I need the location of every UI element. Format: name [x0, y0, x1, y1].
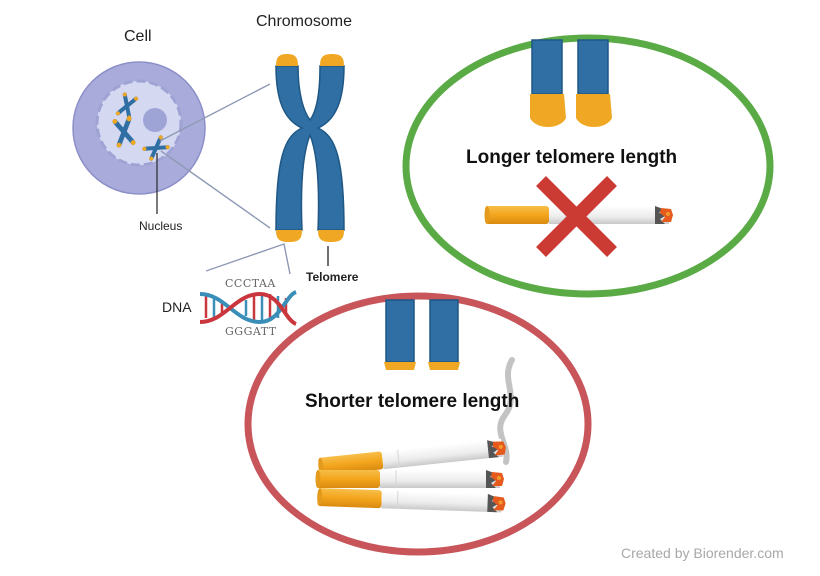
chromosome-label: Chromosome — [256, 13, 353, 30]
dna-top-strand-sequence: CCCTAA — [225, 277, 276, 290]
shorter-telomere-heading: Shorter telomere length — [305, 391, 520, 412]
credit-text: Created by Biorender.com — [621, 545, 784, 561]
cell-illustration — [72, 61, 271, 229]
nucleolus — [143, 108, 167, 132]
long-telomere-cap — [576, 94, 612, 127]
dna-bottom-strand-sequence: GGGATT — [225, 325, 277, 338]
short-telomere-cap — [428, 362, 460, 370]
long-telomere-cap — [530, 94, 566, 127]
telomere-cap — [318, 230, 344, 242]
telomere-cap — [276, 54, 298, 66]
cell-label: Cell — [124, 28, 152, 45]
red-oval-border — [244, 292, 592, 556]
telomere-cap — [276, 230, 302, 242]
zoom-line — [160, 150, 271, 229]
chromosome-arm — [531, 39, 563, 95]
chromosome-arm — [429, 299, 459, 363]
panel-longer-telomere — [402, 34, 774, 298]
green-oval-border — [402, 34, 774, 298]
longer-telomere-heading: Longer telomere length — [466, 147, 678, 168]
nucleus-label: Nucleus — [139, 219, 183, 233]
chromosome-illustration — [205, 54, 345, 275]
telomere-label: Telomere — [306, 270, 359, 284]
dna-label: DNA — [162, 299, 192, 315]
dna-helix — [199, 290, 298, 326]
zoom-line — [159, 83, 271, 142]
dna-zoom-line — [205, 243, 291, 275]
nuclear-envelope — [95, 79, 183, 167]
chromosome-body — [275, 65, 345, 231]
telomere-cap — [320, 54, 344, 66]
chromosome-arm — [385, 299, 415, 363]
panel-shorter-telomere — [244, 292, 592, 556]
cross-out-icon — [536, 176, 617, 257]
chromosome-arm — [577, 39, 609, 95]
cigarette-icon — [315, 469, 505, 489]
short-telomere-cap — [384, 362, 416, 370]
